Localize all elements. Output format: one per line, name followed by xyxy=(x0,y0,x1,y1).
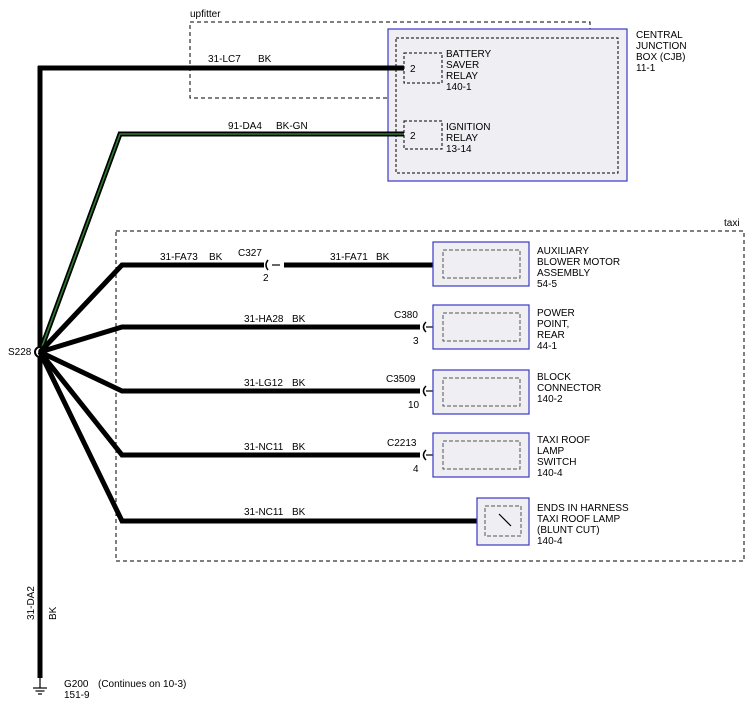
ignition-relay-pin: 2 xyxy=(410,131,416,142)
taxi-roof-lamp-switch-box xyxy=(432,432,530,478)
wire-31-lg12 xyxy=(38,349,420,394)
battery-saver-relay-pin: 2 xyxy=(410,64,416,75)
splice-s228-label: S228 xyxy=(8,347,32,358)
auxiliary-blower-motor-box xyxy=(432,241,530,287)
harness-end-label-3: (BLUNT CUT) xyxy=(537,525,600,536)
connector-c327-pin-number: 2 xyxy=(263,273,269,284)
block-connector-inner xyxy=(442,377,521,407)
wire-31-lg12-color: BK xyxy=(292,378,306,389)
wire-31-fa71-color: BK xyxy=(376,252,390,263)
wire-91-da4 xyxy=(37,131,404,353)
connector-c3509-pin-number: 10 xyxy=(408,400,420,411)
cjb-label-1: CENTRAL xyxy=(636,30,683,41)
connector-c327-female xyxy=(265,259,269,271)
wire-31-ha28-circuit: 31-HA28 xyxy=(244,314,284,325)
roof-switch-ref: 140-4 xyxy=(537,468,563,479)
battery-saver-relay-label-3: RELAY xyxy=(446,71,478,82)
power-point-box xyxy=(432,304,530,350)
battery-saver-relay-ref: 140-1 xyxy=(446,82,472,93)
blunt-cut-mark xyxy=(498,513,512,527)
roof-switch-label-3: SWITCH xyxy=(537,457,576,468)
connector-c2213-female xyxy=(422,449,427,461)
blower-ref: 54-5 xyxy=(537,279,557,290)
power-point-ref: 44-1 xyxy=(537,341,557,352)
wire-91-da4-stripe xyxy=(39,133,404,353)
wire-91-da4-color: BK-GN xyxy=(276,121,308,132)
wire-31-ha28 xyxy=(39,324,420,355)
wire-31-lc7-color: BK xyxy=(258,54,272,65)
harness-end-inner xyxy=(484,505,522,537)
wire-31-ha28-color: BK xyxy=(292,314,306,325)
ground-wire-color: BK xyxy=(48,606,59,620)
blower-label-3: ASSEMBLY xyxy=(537,268,590,279)
roof-switch-label-2: LAMP xyxy=(537,446,565,457)
harness-end-label-1: ENDS IN HARNESS xyxy=(537,503,629,514)
wire-31-lg12-circuit: 31-LG12 xyxy=(244,378,283,389)
wire-31-fa73-circuit: 31-FA73 xyxy=(160,252,198,263)
connector-c380-female xyxy=(422,321,427,333)
roof-switch-label-1: TAXI ROOF xyxy=(537,435,590,446)
connector-c380-pin-number: 3 xyxy=(413,336,419,347)
battery-saver-relay-label-1: BATTERY xyxy=(446,49,492,60)
blower-label-1: AUXILIARY xyxy=(537,246,589,257)
block-connector-label-2: CONNECTOR xyxy=(537,383,601,394)
ground-continues-note: (Continues on 10-3) xyxy=(98,679,186,690)
cjb-label-3: BOX (CJB) xyxy=(636,52,685,63)
cjb-inner-outline xyxy=(395,37,619,174)
battery-saver-relay-label-2: SAVER xyxy=(446,60,479,71)
wire-31-nc11-switch xyxy=(38,350,420,458)
power-point-label-1: POWER xyxy=(537,308,575,319)
wire-91-da4-circuit: 91-DA4 xyxy=(228,121,262,132)
connector-c380-label: C380 xyxy=(394,310,418,321)
wire-31-nc11-switch-color: BK xyxy=(292,442,306,453)
harness-end-label-2: TAXI ROOF LAMP xyxy=(537,514,620,525)
connector-c3509-label: C3509 xyxy=(386,374,416,385)
block-connector-ref: 140-2 xyxy=(537,394,563,405)
cjb-box xyxy=(387,28,628,182)
harness-end-ref: 140-4 xyxy=(537,536,563,547)
connector-c327-label: C327 xyxy=(238,248,262,259)
ignition-relay-label-1: IGNITION xyxy=(446,122,490,133)
wire-31-nc11-harness xyxy=(37,350,486,524)
power-point-label-3: REAR xyxy=(537,330,565,341)
connector-c2213-pin-number: 4 xyxy=(413,464,419,475)
ground-label: G200 xyxy=(64,679,89,690)
wire-31-fa73 xyxy=(38,262,264,354)
ignition-relay-ref: 13-14 xyxy=(446,144,472,155)
auxiliary-blower-motor-inner xyxy=(442,249,521,279)
taxi-roof-lamp-switch-inner xyxy=(442,440,521,470)
block-connector-box xyxy=(432,369,530,415)
taxi-zone-label: taxi xyxy=(724,218,740,229)
wire-31-fa73-color: BK xyxy=(209,252,223,263)
ignition-relay-label-2: RELAY xyxy=(446,133,478,144)
cjb-ref: 11-1 xyxy=(636,63,656,74)
wire-31-fa71-circuit: 31-FA71 xyxy=(330,252,368,263)
cjb-label-2: JUNCTION xyxy=(636,41,687,52)
connector-c3509-female xyxy=(422,385,427,397)
taxi-zone xyxy=(115,230,745,562)
power-point-inner xyxy=(442,312,521,342)
power-point-label-2: POINT, xyxy=(537,319,569,330)
block-connector-label-1: BLOCK xyxy=(537,372,571,383)
connector-c2213-label: C2213 xyxy=(387,438,417,449)
ground-wire-circuit: 31-DA2 xyxy=(26,586,37,620)
wire-31-nc11-harness-circuit: 31-NC11 xyxy=(244,507,284,518)
wire-31-nc11-harness-color: BK xyxy=(292,507,306,518)
wire-31-lc7-circuit: 31-LC7 xyxy=(208,54,241,65)
ground-ref: 151-9 xyxy=(64,690,90,701)
upfitter-zone-label: upfitter xyxy=(190,9,221,20)
wire-31-nc11-switch-circuit: 31-NC11 xyxy=(244,442,284,453)
blower-label-2: BLOWER MOTOR xyxy=(537,257,620,268)
